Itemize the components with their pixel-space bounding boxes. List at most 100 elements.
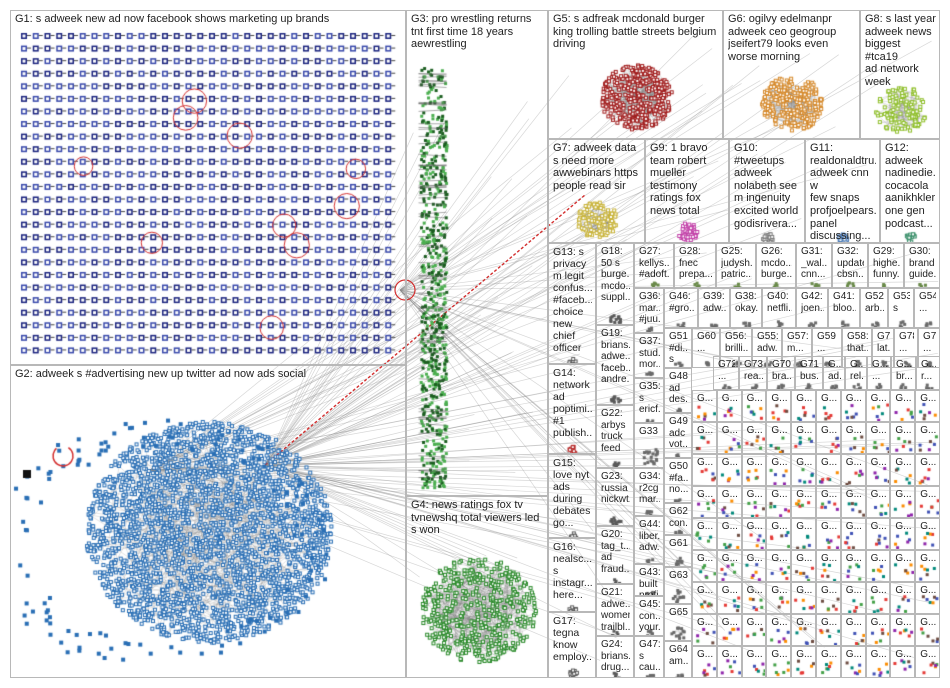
group-panel-tiny: G...: [816, 518, 841, 550]
group-nodes-g9: [646, 140, 728, 242]
group-panel-tiny: G...: [741, 454, 767, 486]
group-nodes-g8: [861, 11, 939, 138]
group-panel-tiny: G...: [816, 390, 841, 422]
group-panel-g32: G32: update cbsn...: [832, 243, 868, 288]
group-nodes-g26: [757, 244, 795, 287]
group-label-tiny: G...: [771, 489, 788, 500]
group-label-g24: G24: brians... drug...: [601, 639, 630, 673]
group-label-tiny: G...: [895, 553, 912, 564]
group-nodes-g54: [915, 289, 939, 327]
group-label-g19: G19: brians... adwe... faceb... andre...: [601, 328, 630, 385]
group-panel-tiny: G...: [890, 390, 916, 422]
group-panel-g22: G22: arbys truck feed: [596, 405, 634, 468]
group-panel-g20: G20: tag_t... ad fraud...: [596, 526, 634, 584]
group-label-g57: G57: m...: [787, 331, 808, 354]
group-label-tiny: G...: [697, 489, 713, 500]
group-panel-g23: G23: russia nickwt...: [596, 468, 634, 526]
group-panel-g2: G2: adweek s #advertising new up twitter…: [10, 365, 406, 678]
group-nodes-g22: [597, 406, 633, 467]
group-label-tiny: G...: [721, 585, 738, 596]
group-label-tiny: G...: [771, 649, 788, 660]
group-label-tiny: G...: [697, 521, 713, 532]
group-nodes-g46: [665, 289, 697, 327]
group-label-g34: G34: r2cg mar...: [639, 471, 660, 505]
group-panel-tiny: G...: [766, 486, 792, 518]
group-label-g71: G71: bus...: [800, 359, 819, 382]
group-label-tiny: G...: [697, 425, 713, 436]
group-label-tiny: G...: [845, 617, 862, 628]
group-label-tiny: G...: [771, 553, 788, 564]
group-label-tiny: G...: [870, 585, 887, 596]
group-panel-g28: G28: fnec prepa...: [674, 243, 716, 288]
group-label-tiny: G...: [895, 393, 912, 404]
group-panel-tiny: G...: [865, 390, 891, 422]
group-panel-tiny: G...: [692, 582, 717, 614]
group-label-tiny: G...: [697, 617, 713, 628]
group-label-g10: G10: #tweetups adweek nolabeth see m ing…: [734, 142, 799, 230]
group-label-g26: G26: mcdo... burge...: [761, 246, 792, 280]
group-label-g44: G44: liber... adw...: [639, 519, 660, 553]
group-label-tiny: G...: [895, 649, 912, 660]
group-nodes-g33: [635, 424, 663, 467]
group-label-tiny: G...: [796, 617, 812, 628]
group-panel-tiny: G...: [766, 614, 792, 646]
group-nodes-g47: [635, 637, 663, 677]
group-panel-g37: G37: stud... mor...: [634, 333, 664, 378]
group-label-g50: G50: #fa... no...: [669, 461, 688, 495]
group-nodes-g71: [796, 357, 822, 389]
group-nodes-g2: [11, 366, 405, 677]
group-label-g75: G75 ...: [923, 331, 936, 354]
group-panel-g61: G61: [664, 535, 692, 567]
group-panel-g70: G70: bra...: [767, 356, 795, 390]
group-panel-tiny: G...: [840, 454, 866, 486]
group-panel-g13: G13: s privacy m legit confus... #faceb.…: [548, 243, 596, 364]
group-panel-tiny: G...: [915, 422, 940, 454]
group-label-g3: G3: pro wrestling returns tnt first time…: [411, 13, 532, 51]
group-panel-g64: G64: am...: [664, 641, 692, 678]
group-label-tiny: G...: [895, 521, 912, 532]
group-panel-tiny: G...: [915, 454, 940, 486]
group-panel-tiny: G...: [766, 582, 792, 614]
group-nodes-g13: [549, 244, 595, 363]
group-panel-tiny: G...: [716, 646, 742, 678]
group-nodes-g1: [11, 11, 405, 364]
group-nodes-g67: [868, 357, 890, 389]
group-label-g21: G21: adwe... women trailbl...: [601, 587, 630, 633]
group-label-tiny: G...: [721, 457, 738, 468]
group-panel-tiny: G...: [791, 582, 816, 614]
group-label-tiny: G...: [870, 553, 887, 564]
group-label-g2: G2: adweek s #advertising new up twitter…: [15, 368, 307, 380]
group-nodes-g4: [407, 497, 547, 677]
group-panel-tiny: G...: [716, 486, 742, 518]
group-panel-tiny: G...: [791, 390, 816, 422]
group-label-g72: G72 ...: [718, 359, 735, 382]
group-label-g11: G11: realdonaldtru... adweek cnn w few s…: [810, 142, 876, 243]
group-label-tiny: G...: [697, 649, 713, 660]
group-panel-g40: G40: netfli...: [762, 288, 796, 328]
group-label-g23: G23: russia nickwt...: [601, 471, 630, 505]
group-nodes-g19: [597, 326, 633, 404]
group-panel-g10: G10: #tweetups adweek nolabeth see m ing…: [729, 139, 805, 243]
group-panel-tiny: G...: [716, 614, 742, 646]
group-panel-tiny: G...: [865, 454, 891, 486]
group-label-g59: G59 ...: [817, 331, 836, 354]
group-panel-tiny: G...: [692, 486, 717, 518]
group-label-tiny: G...: [895, 489, 912, 500]
group-panel-tiny: G...: [741, 390, 767, 422]
group-panel-g14: G14: network ad poptimi... #1 publish...: [548, 364, 596, 454]
group-label-g4: G4: news ratings fox tv tvnewshq total v…: [411, 499, 540, 537]
group-panel-tiny: G...: [791, 422, 816, 454]
group-label-tiny: G...: [845, 585, 862, 596]
group-label-g54: G54: ...: [919, 291, 936, 314]
group-label-g9: G9: 1 bravo team robert mueller testimon…: [650, 142, 708, 217]
group-label-tiny: G...: [721, 553, 738, 564]
group-panel-g17: G17: tegna know employ...: [548, 612, 596, 678]
group-panel-tiny: G...: [915, 390, 940, 422]
group-label-tiny: G...: [895, 617, 912, 628]
group-panel-g39: G39: adw...: [698, 288, 730, 328]
group-label-g8: G8: s last year adweek news biggest #tca…: [865, 13, 936, 88]
group-label-tiny: G...: [821, 649, 837, 660]
group-panel-tiny: G...: [915, 486, 940, 518]
group-label-tiny: G...: [721, 489, 738, 500]
group-panel-tiny: G...: [716, 518, 742, 550]
